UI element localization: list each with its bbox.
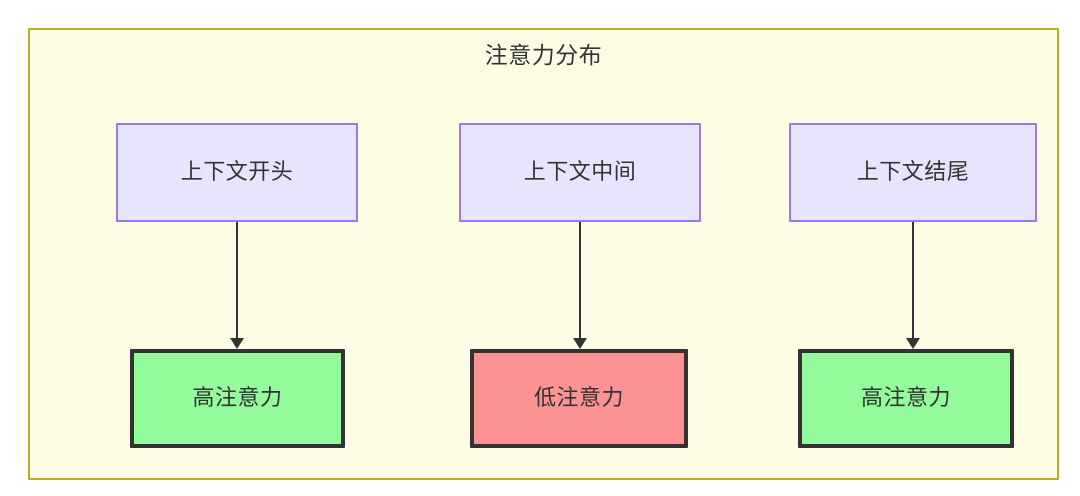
diagram-title: 注意力分布 xyxy=(484,42,603,68)
arrow-head-icon xyxy=(906,338,920,349)
arrow-head-icon xyxy=(573,338,587,349)
node-context-start[interactable]: 上下文开头 xyxy=(116,123,358,222)
node-context-end[interactable]: 上下文结尾 xyxy=(789,123,1037,222)
node-high-attention-end[interactable]: 高注意力 xyxy=(798,349,1014,448)
arrow-context-end-to-result xyxy=(906,222,920,349)
arrow-stem xyxy=(579,222,581,338)
node-low-attention-middle[interactable]: 低注意力 xyxy=(470,349,688,448)
node-high-attention-start[interactable]: 高注意力 xyxy=(130,349,345,448)
arrow-context-start-to-result xyxy=(230,222,244,349)
arrow-stem xyxy=(236,222,238,338)
arrow-head-icon xyxy=(230,338,244,349)
node-context-middle[interactable]: 上下文中间 xyxy=(459,123,701,222)
arrow-context-middle-to-result xyxy=(573,222,587,349)
arrow-stem xyxy=(912,222,914,338)
attention-distribution-container: 注意力分布 上下文开头 高注意力 上下文中间 低注意力 上下文结尾 高注意力 xyxy=(28,28,1059,480)
